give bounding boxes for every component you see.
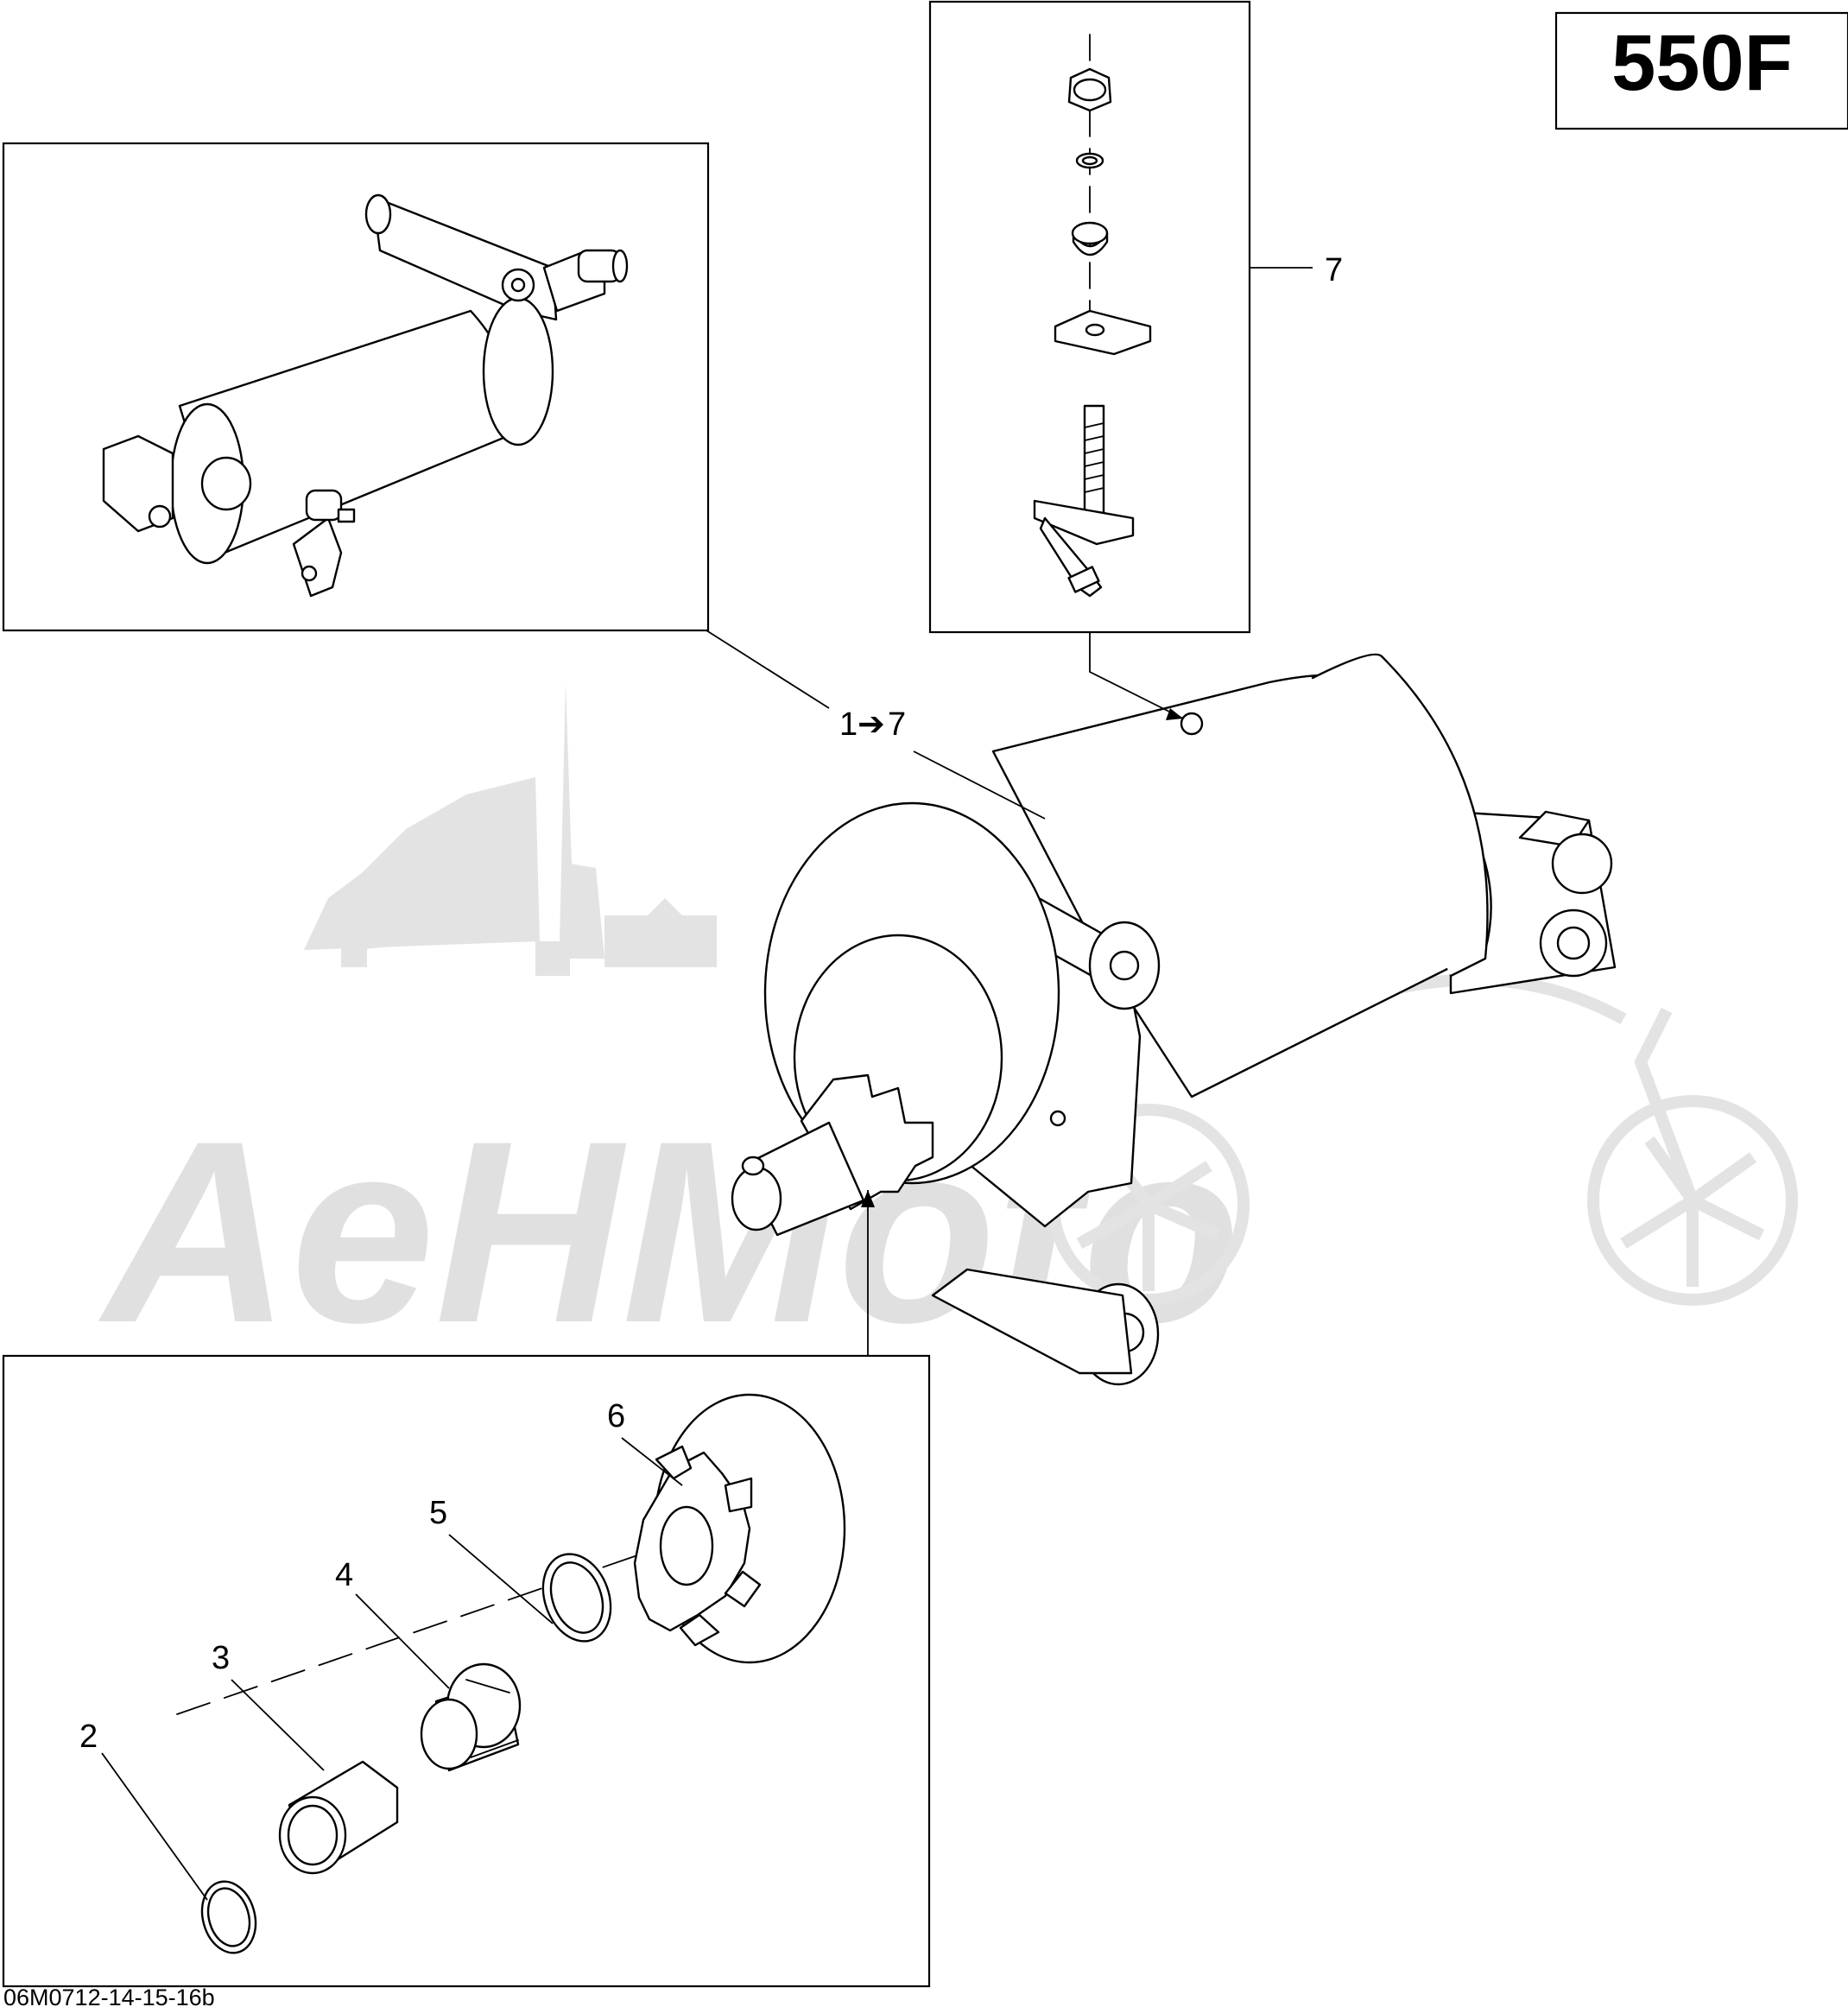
callout-7: 7: [1325, 252, 1343, 288]
model-label-frame: [1554, 11, 1848, 130]
callout-1: 1: [839, 706, 858, 743]
watermark: AeHMoto: [96, 682, 1798, 1377]
leader-1-7-lower: [913, 750, 1046, 820]
leader-4: [355, 1593, 450, 1689]
callout-1-arrow: ➔: [858, 706, 885, 743]
arrowhead-pinion-kit: [861, 1190, 875, 1207]
callout-6: 6: [607, 1398, 625, 1434]
terminal-kit-icon: [1033, 34, 1152, 598]
sleeve-icon: [278, 1760, 399, 1875]
leader-1-7-upper: [706, 630, 830, 709]
washer-icon: [541, 1553, 612, 1643]
starter-overview-frame: [2, 142, 710, 632]
callout-1-end: 7: [888, 706, 906, 743]
watermark-skyline: [304, 682, 717, 976]
starter-motor-main: [731, 653, 1617, 1386]
leader-lines: [101, 267, 1313, 1901]
collar-icon: [420, 1662, 522, 1772]
leader-terminal-kit: [1089, 632, 1184, 719]
starter-motor-icon: [102, 193, 629, 598]
pinion-kit-frame: [2, 1354, 931, 1988]
model-label: 550F: [1611, 19, 1793, 107]
leader-6: [621, 1437, 683, 1486]
arrowhead-terminal-kit: [1166, 708, 1183, 720]
leader-3: [231, 1679, 325, 1771]
gear-icon: [633, 1393, 846, 1664]
callout-2: 2: [79, 1719, 98, 1755]
ring-icon: [200, 1880, 257, 1954]
callout-3: 3: [212, 1640, 230, 1676]
leader-2: [101, 1752, 208, 1901]
callout-4: 4: [335, 1557, 353, 1593]
callout-5: 5: [429, 1495, 447, 1531]
pinion-kit: [176, 1393, 846, 1954]
leader-5: [448, 1534, 554, 1624]
drawing-code: 06M0712-14-15-16b: [3, 1985, 215, 2007]
